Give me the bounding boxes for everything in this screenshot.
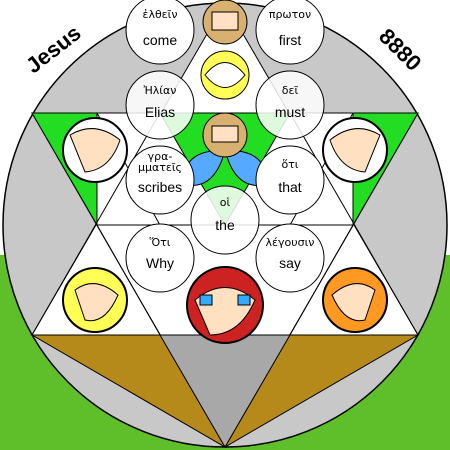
svg-text:ὅτι: ὅτι <box>281 158 298 171</box>
face-left-lower <box>62 267 128 333</box>
svg-text:the: the <box>215 217 235 233</box>
face-right-lower <box>322 267 388 333</box>
svg-text:μματεῖς: μματεῖς <box>138 161 182 174</box>
svg-text:Why: Why <box>146 255 174 271</box>
face-left-upper <box>62 117 128 183</box>
svg-text:come: come <box>143 32 177 48</box>
svg-text:ἐλθεῖν: ἐλθεῖν <box>143 8 178 21</box>
word-circle-why: Ὅτι Why <box>125 223 195 293</box>
word-circle-say: λέγουσιν say <box>255 223 325 293</box>
svg-text:δεῖ: δεῖ <box>282 84 299 97</box>
word-circle-must: δεῖ must <box>255 70 325 140</box>
svg-text:οἱ: οἱ <box>220 196 231 209</box>
svg-text:λέγουσιν: λέγουσιν <box>266 236 315 249</box>
word-circle-the: οἱ the <box>190 185 260 255</box>
word-circle-first: πρωτον first <box>255 0 325 65</box>
face-center <box>202 112 248 158</box>
svg-text:scribes: scribes <box>138 179 182 195</box>
svg-text:that: that <box>278 179 301 195</box>
word-circle-come: ἐλθεῖν come <box>125 0 195 65</box>
word-circle-that: ὅτι that <box>255 145 325 215</box>
svg-text:say: say <box>279 255 301 271</box>
face-right-upper <box>322 117 388 183</box>
word-circle-scribes: γρα- μματεῖς scribes <box>125 145 195 215</box>
face-top-yellow <box>200 50 250 100</box>
svg-text:first: first <box>279 32 302 48</box>
svg-text:γρα-: γρα- <box>148 150 173 163</box>
face-bottom-red <box>186 266 264 344</box>
svg-text:Elias: Elias <box>145 104 175 120</box>
face-top <box>202 0 248 45</box>
word-circle-elias: Ἠλίαν Elias <box>125 70 195 140</box>
svg-text:Ὅτι: Ὅτι <box>149 236 170 249</box>
svg-text:πρωτον: πρωτον <box>269 8 311 21</box>
svg-text:must: must <box>275 104 305 120</box>
svg-text:Ἠλίαν: Ἠλίαν <box>144 84 177 97</box>
